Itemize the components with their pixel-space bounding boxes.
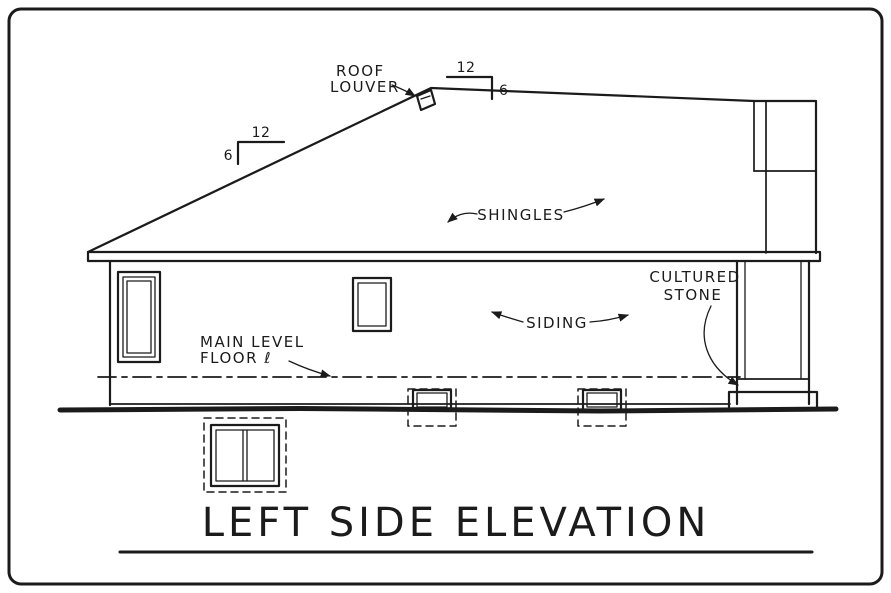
roof-louver <box>415 88 437 112</box>
louver-slat <box>420 95 431 100</box>
main-level-label-line1: MAIN LEVEL <box>200 333 305 351</box>
roof-louver-label-line2: LOUVER <box>330 78 400 96</box>
pitch-marker-upper: 12 6 <box>445 60 508 101</box>
shingles-label: SHINGLES <box>477 206 564 224</box>
stone-column-trim <box>744 260 802 380</box>
foundation-vent-2 <box>577 388 627 427</box>
window-center <box>351 276 393 333</box>
window-left-glass <box>126 280 152 354</box>
cultured-stone-label-line2: STONE <box>664 286 723 304</box>
vent-1-frame <box>411 388 453 412</box>
siding-arrow-right <box>589 313 629 323</box>
basement-window-frame <box>209 423 281 488</box>
window-center-sash <box>357 282 387 327</box>
pitch-left-rise: 6 <box>224 148 233 164</box>
main-level-label-line2: FLOOR ℓ <box>200 349 272 367</box>
cultured-stone-label-line1: CULTURED <box>649 268 740 286</box>
cultured-stone-callout: CULTURED STONE <box>649 268 740 386</box>
stone-column <box>727 259 819 409</box>
window-left-sash <box>122 276 156 358</box>
siding-label: SIDING <box>526 314 588 332</box>
vent-2-frame <box>581 388 623 412</box>
window-center-frame <box>351 276 393 333</box>
basement-window-sash <box>215 429 275 482</box>
window-left-frame <box>116 270 162 364</box>
pitch-left-lines <box>236 140 286 166</box>
chimney-step <box>753 100 817 254</box>
stone-column-sides <box>735 259 811 406</box>
basement-window-mullion <box>242 429 248 482</box>
basement-window <box>203 417 287 493</box>
pitch-marker-left: 12 6 <box>224 125 286 166</box>
eave-fascia <box>86 250 822 263</box>
siding-callout: SIDING <box>491 311 629 332</box>
fascia-lines <box>86 250 822 263</box>
window-well-dashed <box>203 417 287 493</box>
pitch-upper-lines <box>445 75 494 101</box>
roof <box>86 86 756 254</box>
main-level-leader <box>288 360 332 378</box>
drawing-border <box>7 7 884 586</box>
main-level-callout: MAIN LEVEL FLOOR ℓ <box>200 333 332 378</box>
foundation-vent-1 <box>407 388 457 427</box>
siding-arrow-left <box>491 311 524 323</box>
roof-louver-label-line1: ROOF <box>336 62 385 80</box>
shingles-arrow-right <box>563 198 605 213</box>
window-left <box>116 270 162 364</box>
vent-2-inner <box>586 392 618 408</box>
stone-base <box>727 390 819 409</box>
roof-slope-lines <box>86 86 756 254</box>
chimney <box>752 99 818 255</box>
roof-louver-leader <box>391 84 416 97</box>
drawing-title: LEFT SIDE ELEVATION <box>202 500 711 546</box>
shingles-arrow-left <box>447 212 478 223</box>
vent-1-inner <box>416 392 448 408</box>
pitch-left-run: 12 <box>252 125 271 141</box>
title-block: LEFT SIDE ELEVATION <box>118 500 814 554</box>
shingles-callout: SHINGLES <box>447 198 605 224</box>
chimney-outline <box>752 99 818 255</box>
louver-box <box>415 88 437 112</box>
cultured-stone-leader <box>703 305 739 386</box>
pitch-upper-run: 12 <box>457 60 476 76</box>
roof-louver-callout: ROOF LOUVER <box>330 62 416 97</box>
pitch-upper-rise: 6 <box>499 83 508 99</box>
